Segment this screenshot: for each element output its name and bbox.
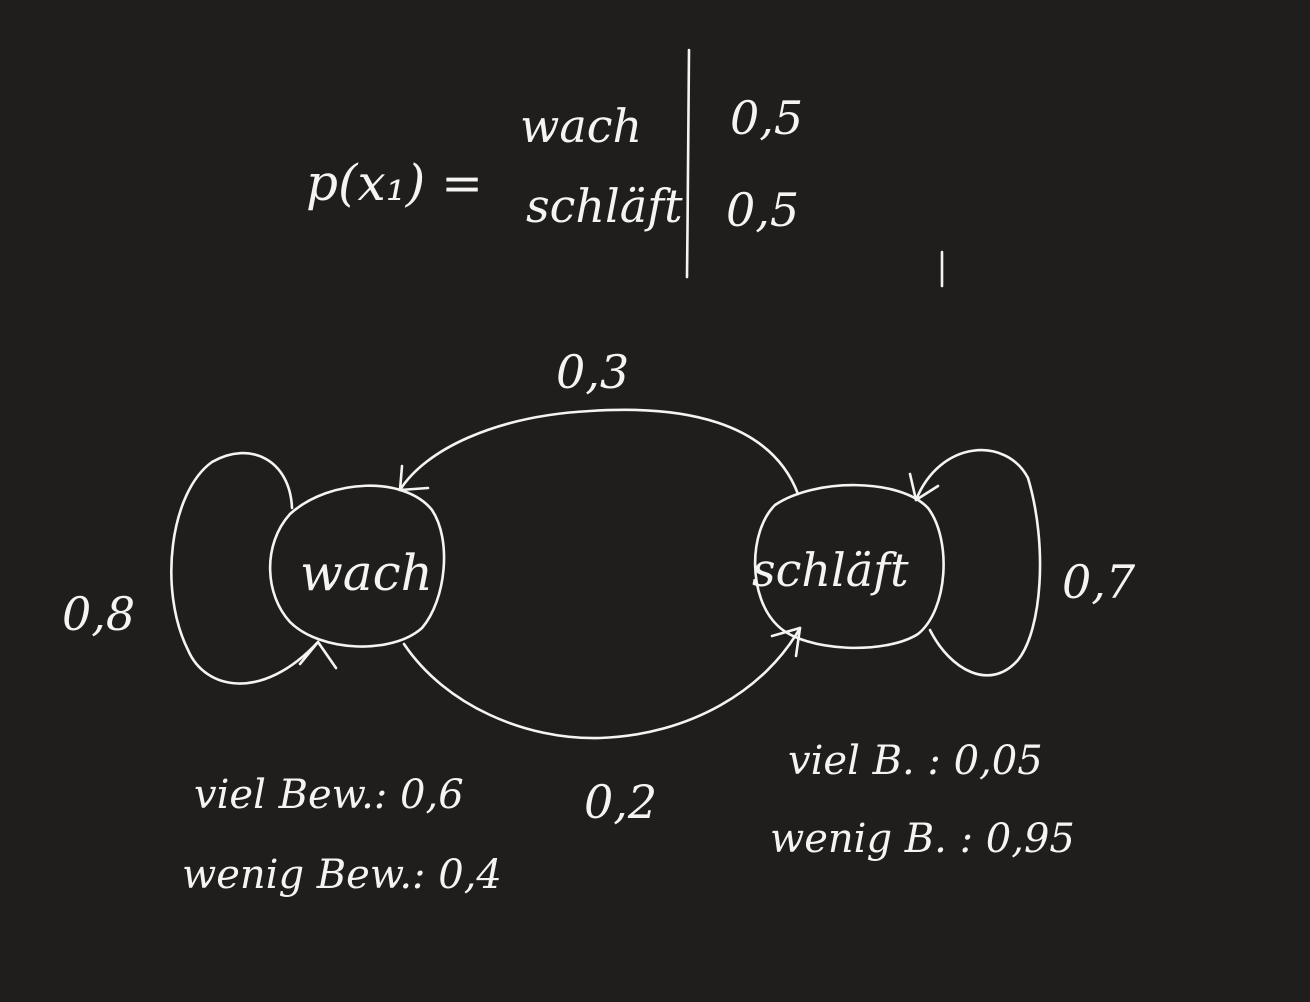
- arrow-head-schlaeft-self: [908, 472, 940, 502]
- state-node-schlaeft: schläft: [752, 483, 945, 650]
- state-circle-schlaeft: [753, 483, 945, 650]
- transition-wach-schlaeft: 0,2: [402, 626, 802, 829]
- emissions-wach: viel Bew.: 0,6 wenig Bew.: 0,4: [182, 772, 502, 898]
- state-label-schlaeft: schläft: [752, 543, 909, 597]
- prior-table-divider: [685, 48, 691, 279]
- state-label-wach: wach: [300, 544, 433, 602]
- prior-table: p(x₁) = wach schläft 0,5 0,5: [306, 48, 944, 288]
- transition-label-wach-wach: 0,8: [62, 587, 135, 641]
- prior-value-schlaeft: 0,5: [726, 183, 799, 237]
- transition-wach-wach: 0,8: [62, 451, 338, 685]
- edge-schlaeft-to-wach: [398, 408, 800, 496]
- transition-label-wach-schlaeft: 0,2: [584, 775, 657, 829]
- emission-schlaeft-wenig: wenig B. : 0,95: [770, 816, 1075, 862]
- emission-wach-wenig: wenig Bew.: 0,4: [182, 852, 502, 898]
- emission-wach-viel: viel Bew.: 0,6: [194, 772, 464, 818]
- transition-schlaeft-schlaeft: 0,7: [908, 448, 1136, 677]
- prior-state-schlaeft: schläft: [526, 179, 683, 233]
- prior-label: p(x₁) =: [306, 154, 483, 212]
- arrow-head-to-schlaeft: [770, 626, 802, 658]
- emission-schlaeft-viel: viel B. : 0,05: [788, 738, 1043, 784]
- self-loop-wach-edge: [170, 451, 320, 685]
- edge-wach-to-schlaeft: [402, 626, 802, 740]
- self-loop-schlaeft-edge: [914, 448, 1042, 677]
- transition-label-schlaeft-schlaeft: 0,7: [1062, 555, 1136, 609]
- prior-value-wach: 0,5: [730, 91, 803, 145]
- arrow-head-to-wach: [398, 464, 430, 492]
- transition-label-schlaeft-wach: 0,3: [556, 345, 629, 399]
- arrow-head-wach-self: [298, 640, 338, 670]
- state-circle-wach: [268, 484, 446, 648]
- transition-schlaeft-wach: 0,3: [398, 345, 800, 496]
- emissions-schlaeft: viel B. : 0,05 wenig B. : 0,95: [770, 738, 1075, 862]
- prior-state-wach: wach: [520, 99, 642, 153]
- state-node-wach: wach: [268, 484, 446, 648]
